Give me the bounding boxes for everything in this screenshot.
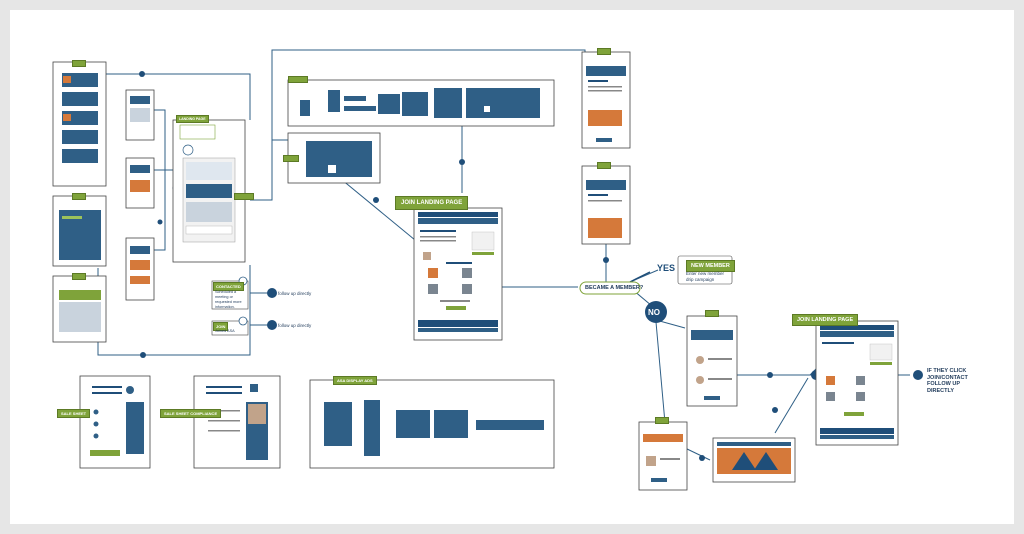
asa-display-ads-tag: ASA DISPLAY ADS xyxy=(333,376,377,385)
join-landing-page xyxy=(413,207,503,341)
if-click-label-3: FOLLOW UP xyxy=(927,381,960,387)
follow-up-email-2 xyxy=(581,165,631,245)
asset-badge xyxy=(72,273,86,280)
landing-page-tag: LANDING PAGE xyxy=(176,115,209,123)
contacted-tag: CONTACTED xyxy=(213,282,244,291)
contacted-desc-1: Scheduled a xyxy=(215,290,237,294)
no-path-landing xyxy=(712,437,796,483)
sales-sheet-compliance-tag: SALE SHEET COMPLIANCE xyxy=(160,409,222,418)
contacted-desc-4: information. xyxy=(215,305,235,309)
sales-sheet-compliance xyxy=(193,375,281,469)
join-landing-page-2 xyxy=(815,320,899,446)
asset-badge xyxy=(597,48,611,55)
asset-badge xyxy=(705,310,719,317)
no-label: NO xyxy=(648,308,660,317)
if-click-label-1: IF THEY CLICK xyxy=(927,368,967,374)
display-banners-box xyxy=(287,79,555,127)
join-desc: Joined ASA xyxy=(215,329,235,333)
yes-label: YES xyxy=(657,263,676,273)
contacted-desc-2: meeting or xyxy=(215,295,233,299)
sales-sheet xyxy=(79,375,151,469)
flow-diagram-canvas: JOIN LANDING PAGE JOIN LANDING PAGE BECA… xyxy=(10,10,1014,524)
featured-banner-box xyxy=(287,132,381,184)
contacted-desc-3: requested more xyxy=(215,300,242,304)
print-ad xyxy=(52,275,107,343)
if-click-label-4: DIRECTLY xyxy=(927,387,954,394)
decision-circles xyxy=(645,301,667,323)
banner-ads-group-1 xyxy=(52,61,107,187)
if-click-label-2: JOIN/CONTACT xyxy=(927,374,968,381)
follow-up-email-1 xyxy=(581,51,631,149)
became-member-label: BECAME A MEMBER? xyxy=(585,285,644,291)
join-landing-page-tag: JOIN LANDING PAGE xyxy=(395,196,469,210)
join-tag: JOIN xyxy=(213,322,229,331)
asset-badge xyxy=(655,417,669,424)
no-path-email-2 xyxy=(638,421,688,491)
new-member-desc-1: Enter new member xyxy=(686,271,725,276)
follow-up-label-2: follow up directly xyxy=(278,323,312,328)
flow-diagram xyxy=(52,49,923,491)
banner-ads-group-2 xyxy=(52,195,107,267)
no-path-email-1 xyxy=(686,315,738,407)
asset-badge xyxy=(283,155,299,162)
yes-arrow xyxy=(629,271,651,283)
sales-sheet-tag: SALE SHEET xyxy=(57,409,91,418)
asset-badge xyxy=(597,162,611,169)
became-member-pill xyxy=(579,281,641,295)
asset-badge xyxy=(234,193,254,200)
asa-display-ads-box xyxy=(309,379,555,469)
new-member-desc-2: drip campaign xyxy=(686,277,715,282)
asset-badge xyxy=(72,193,86,200)
join-landing-page-2-tag: JOIN LANDING PAGE xyxy=(792,314,859,326)
asset-badge xyxy=(72,60,86,67)
follow-up-label-1: follow up directly xyxy=(278,291,312,296)
asset-badge xyxy=(288,76,308,83)
new-member-tag: NEW MEMBER xyxy=(686,260,735,272)
landing-page-box xyxy=(172,119,246,263)
emails-column xyxy=(125,89,155,301)
